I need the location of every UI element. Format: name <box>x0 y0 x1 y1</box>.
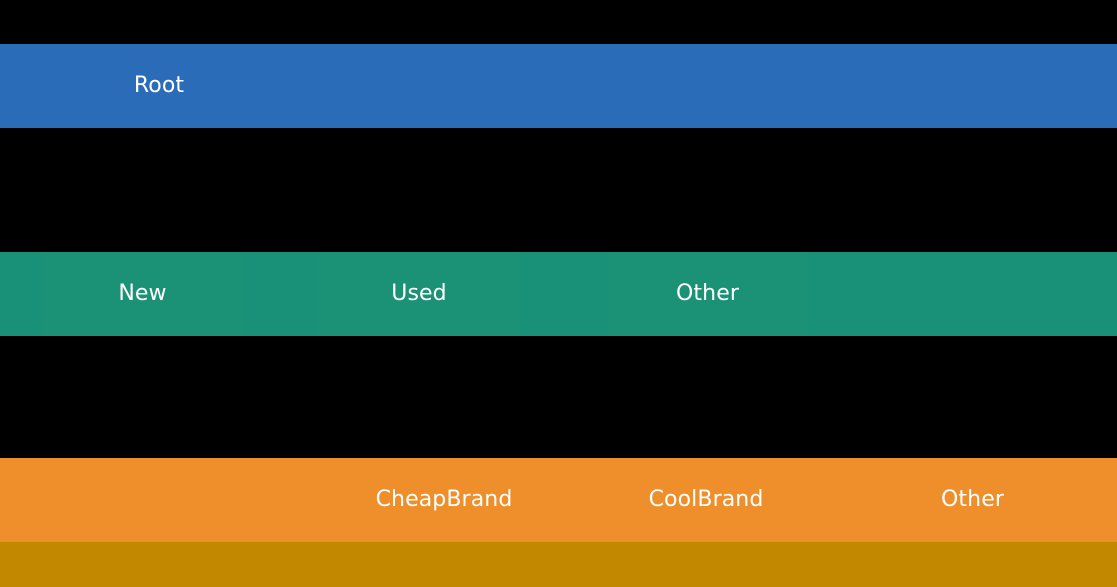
chart-node-unlabeled-4[interactable] <box>807 458 870 542</box>
chart-node-label: CheapBrand <box>375 487 513 512</box>
chart-node-unlabeled-3[interactable] <box>520 44 1117 128</box>
chart-node-label: CoolBrand <box>648 487 764 512</box>
chart-node-unlabeled-0[interactable] <box>0 458 343 542</box>
chart-node-unlabeled-4[interactable] <box>520 252 607 336</box>
chart-node-unlabeled-1[interactable] <box>318 44 420 128</box>
chart-node-label: Other <box>941 487 1004 512</box>
chart-node-other[interactable]: Other <box>870 458 1075 542</box>
chart-level-condition-level: New Used Other <box>0 252 1117 336</box>
chart-node-unlabeled-0[interactable] <box>0 542 1117 587</box>
chart-node-unlabeled-6[interactable] <box>808 252 1117 336</box>
chart-node-root[interactable]: Root <box>0 44 318 128</box>
chart-node-unlabeled-2[interactable] <box>420 44 520 128</box>
chart-level-leaf-level <box>0 542 1117 587</box>
chart-level-root-level: Root <box>0 44 1117 128</box>
chart-node-label: Root <box>133 73 185 98</box>
chart-node-label: Other <box>676 281 739 306</box>
chart-node-label: New <box>118 281 167 306</box>
chart-node-coolbrand[interactable]: CoolBrand <box>605 458 807 542</box>
chart-node-label: Used <box>391 281 447 306</box>
chart-node-unlabeled-0[interactable] <box>0 252 42 336</box>
chart-node-new[interactable]: New <box>42 252 243 336</box>
chart-node-unlabeled-2[interactable] <box>243 252 318 336</box>
chart-node-unlabeled-6[interactable] <box>1075 458 1117 542</box>
chart-level-brand-level: CheapBrand CoolBrand Other <box>0 458 1117 542</box>
chart-node-unlabeled-2[interactable] <box>545 458 605 542</box>
chart-node-used[interactable]: Used <box>318 252 520 336</box>
chart-node-cheapbrand[interactable]: CheapBrand <box>343 458 545 542</box>
chart-node-other[interactable]: Other <box>607 252 808 336</box>
